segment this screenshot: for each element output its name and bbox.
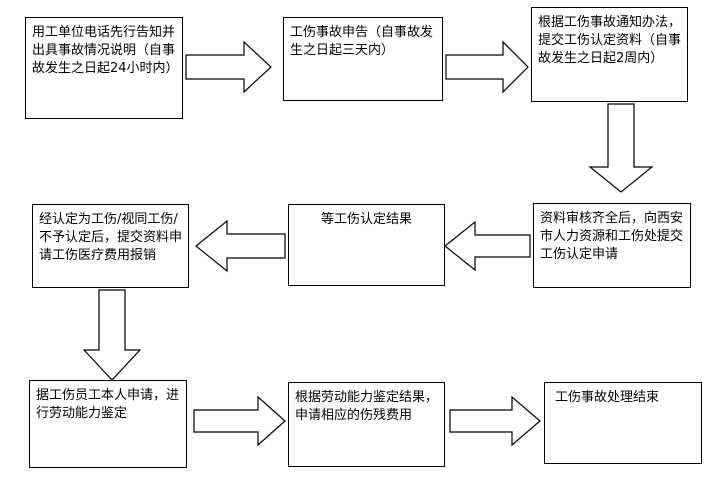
arrow-left-4-5: [444, 220, 531, 272]
arrow-down-6-7: [82, 289, 142, 381]
arrow-left-5-6: [195, 219, 286, 273]
step-submit-materials: 根据工伤事故通知办法，提交工伤认定资料（自事故发生之日起2周内）: [531, 7, 688, 102]
step-accident-report: 工伤事故申告（自事故发生之日起三天内）: [283, 17, 443, 101]
arrow-down-3-4: [588, 103, 654, 193]
arrow-right-8-9: [449, 395, 541, 447]
step-labor-ability-assessment: 据工伤员工本人申请，进行劳动能力鉴定: [29, 380, 187, 468]
arrow-right-2-3: [445, 40, 529, 94]
step-await-result: 等工伤认定结果: [288, 204, 445, 286]
arrow-right-7-8: [193, 395, 286, 447]
step-disability-fees: 根据劳动能力鉴定结果，申请相应的伤残费用: [288, 382, 445, 467]
step-process-complete: 工伤事故处理结束: [544, 382, 702, 464]
step-medical-reimbursement: 经认定为工伤/视同工伤/不予认定后，提交资料申请工伤医疗费用报销: [32, 204, 189, 288]
arrow-right-1-2: [185, 40, 272, 94]
step-apply-identification: 资料审核齐全后，向西安市人力资源和工伤处提交工伤认定申请: [533, 203, 691, 288]
step-notify-employer: 用工单位电话先行告知并出具事故情况说明（自事故发生之日起24小时内）: [25, 17, 183, 119]
